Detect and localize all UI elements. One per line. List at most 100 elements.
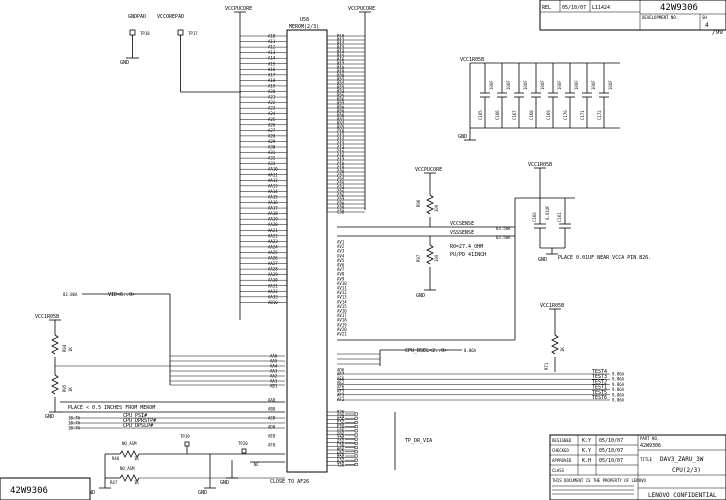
cap-bank-vcc-label: VCC1R05B	[460, 57, 484, 63]
cpu-right-pin-label-b: AV6	[337, 263, 345, 268]
cpu-left-pin-label: AA15	[268, 194, 278, 199]
cpu-right-pin-label-b: AV20	[337, 327, 347, 332]
cap-refdes: C170	[563, 110, 568, 120]
cpu-right-pin-label-d: C26	[337, 413, 345, 418]
vcc-sense-supply: VCCPUCORE	[415, 167, 442, 173]
part-no-label: PART NO.	[640, 436, 659, 441]
cpu-left-pin-label: AA24	[268, 244, 278, 249]
cpu-left-pin-label: AA14	[268, 189, 278, 194]
cpu-right-pin-label: B19	[337, 70, 345, 75]
cap-refdes: C168	[529, 110, 534, 120]
cpu-right-pin-label-b: AV4	[337, 253, 345, 258]
vccore-pad-label: VCCOREPAD	[157, 14, 184, 20]
cap-value: 10UF	[557, 80, 562, 90]
cpu-right-pin-label-d: R26	[337, 459, 345, 464]
cpu-left-pin-label: AA22	[268, 233, 278, 238]
bsel-ref: 8.86A	[464, 348, 477, 353]
cpu-right-pin-label-b: AV3	[337, 249, 345, 254]
cpu-left-pin-label: A16	[268, 67, 276, 72]
cpu-right-pin-label: C23	[337, 182, 345, 187]
cpu-right-pin-label: C13	[337, 142, 345, 147]
cpu-left-pin-label: A20	[268, 89, 276, 94]
tp-via-pad	[354, 433, 358, 437]
cpu-right-pin-label-b: AV8	[337, 272, 345, 277]
cpu-left-pin-label: A15	[268, 61, 276, 66]
cpu-left-pin-label: A12	[268, 45, 276, 50]
cpu-left-pin-label: AA28	[268, 267, 278, 272]
cpu-right-pin-label-d: E26	[337, 421, 345, 426]
cpu-right-pin-label: C30	[337, 210, 345, 215]
cpu-right-pin-label-c: AF5	[337, 389, 345, 394]
tp-via-pad	[354, 450, 358, 454]
cpu-right-pin-label-d: F26	[337, 425, 345, 430]
vcca-gnd: GND	[538, 257, 547, 263]
cpu-left-pin-label: AA20	[268, 222, 278, 227]
cpu-left-pin-label: AA18	[268, 211, 278, 216]
cpu-right-pin-label-b: AV10	[337, 281, 347, 286]
vid-bus: 82.86A VID<6..0>	[63, 292, 285, 386]
cpu-left-pin-label: A27	[268, 128, 276, 133]
cpu-right-pin-label-b: AV15	[337, 304, 347, 309]
cpu-left-pin-label: AA31	[268, 283, 278, 288]
cpu-right-pin-label: B21	[337, 78, 345, 83]
cap-refdes: C167	[512, 110, 517, 120]
dev-no-label: DEVELOPMENT NO.	[642, 15, 678, 20]
cpu-left-pins: A10A11A12A13A14A15A16A17A18A19A20A21A22A…	[240, 34, 287, 448]
cpu-right-pin-label: B33	[337, 126, 345, 131]
cap-value: 10UF	[574, 80, 579, 90]
cpu-right-pin-label: C18	[337, 162, 345, 167]
left-pu-gnd: GND	[45, 414, 54, 420]
cpu-right-pin-label-d: T26	[337, 463, 345, 468]
tb-role: APPROVED	[552, 458, 572, 463]
cpu-right-pin-label: B13	[337, 46, 345, 51]
c161-ref: C161	[557, 212, 562, 222]
right-bus-net: TEST5	[592, 390, 607, 396]
cap-bank-gnd: GND	[458, 134, 467, 140]
cpu-left-pin-label-c: AA8	[268, 398, 276, 403]
cap-refdes: C166	[495, 110, 500, 120]
tb-role: DESIGNED	[552, 438, 572, 443]
vcc-left-label: VCCPUCORE	[225, 6, 252, 12]
cpu-right-pin-label: B30	[337, 114, 345, 119]
cap-value: 10UF	[591, 80, 596, 90]
tb-date: 05/10/07	[599, 448, 623, 454]
right-bus-ref: 9.86A	[612, 372, 625, 377]
vcc-right-net: VCCPUCORE	[348, 6, 375, 28]
cpu-right-pin-label: B28	[337, 106, 345, 111]
cpu-right-pin-label-b: AV11	[337, 286, 347, 291]
tp19-label: TP19	[180, 434, 190, 439]
cpu-right-pin-label: B20	[337, 74, 345, 79]
cpu-left-pin-label: A32	[268, 156, 276, 161]
place-note-merom: PLACE < 0.5 INCHES FROM MEROM	[68, 405, 155, 411]
cpu-right-pin-label: B12	[337, 42, 345, 47]
cpu-right-pin-label: B23	[337, 86, 345, 91]
corner-part-number: 42W9306	[10, 486, 48, 496]
cpu-refdes: U58	[300, 17, 309, 23]
r46-val: 1K	[134, 456, 139, 461]
notice-text: THIS DOCUMENT IS THE PROPERTY OF LENOVO	[552, 478, 647, 483]
cap-refdes: C165	[478, 110, 483, 120]
cpu-left-pin-label: AA33	[268, 294, 278, 299]
cpu-right-pin-label-b: AV2	[337, 244, 345, 249]
tb-who: K.Y	[582, 448, 591, 454]
right-pullup: VCC1R05B R71 1K	[540, 303, 565, 372]
tp-via-ladder	[345, 412, 358, 466]
tb-date: 05/10/07	[599, 438, 623, 444]
tp-via-pad	[354, 441, 358, 445]
cpu-left-pin-label: A25	[268, 117, 276, 122]
sheet-total: /99	[712, 29, 723, 36]
cpu-left-pin-label-c: AB8	[268, 407, 276, 412]
tb-date: 05/10/07	[599, 458, 623, 464]
part-no-value: 42W9306	[640, 443, 661, 449]
place-note-vcca: PLACE 0.01UF NEAR VCCA PIN B26.	[558, 255, 651, 261]
vcc-right-label: VCCPUCORE	[348, 6, 375, 12]
cpu-right-pin-label: C15	[337, 150, 345, 155]
right-bus-net: TEST6	[592, 395, 607, 401]
cpu-right-pin-label-b: AV9	[337, 276, 345, 281]
vid-ref: 82.86A	[63, 292, 78, 297]
tp-via-pad	[354, 429, 358, 433]
